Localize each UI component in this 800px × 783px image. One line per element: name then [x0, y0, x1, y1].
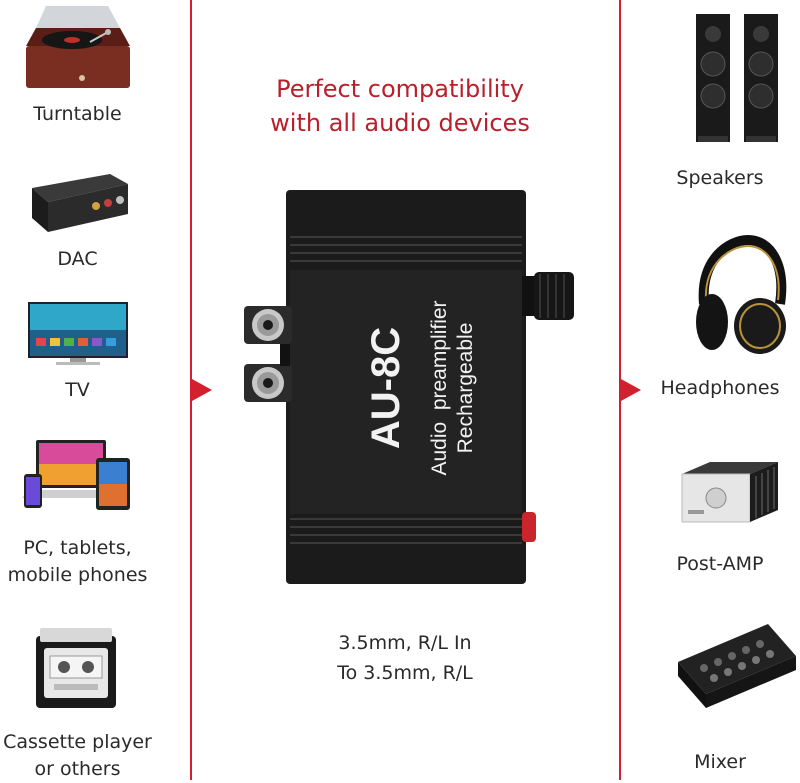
- left-arrow-icon: [192, 379, 212, 401]
- cassette-player-icon: [34, 626, 120, 714]
- output-label-speakers: Speakers: [676, 167, 764, 189]
- tv-icon: [26, 300, 130, 370]
- left-divider: [190, 0, 192, 780]
- mixer-icon: [676, 622, 798, 720]
- source-label-cassette-line-2: or others: [34, 758, 121, 780]
- caption-line-2: To 3.5mm, R/L: [337, 662, 473, 684]
- output-label-mixer: Mixer: [694, 751, 746, 773]
- headline-line-2: with all audio devices: [270, 109, 530, 137]
- source-label-turntable: Turntable: [33, 103, 122, 125]
- headline-line-1: Perfect compatibility: [276, 75, 524, 103]
- output-label-post-amp: Post-AMP: [676, 553, 764, 575]
- right-arrow-icon: [621, 379, 641, 401]
- dac-icon: [30, 152, 130, 238]
- source-label-cassette-line-1: Cassette player: [3, 731, 152, 753]
- pc-tablet-phone-icon: [20, 438, 136, 522]
- source-label-pc-line-1: PC, tablets,: [23, 537, 132, 559]
- source-label-pc-line-2: mobile phones: [7, 564, 148, 586]
- speakers-icon: [694, 12, 784, 150]
- source-label-dac: DAC: [57, 248, 98, 270]
- source-label-tv: TV: [65, 379, 90, 401]
- product-line-2: Rechargeable: [454, 322, 477, 454]
- caption-line-1: 3.5mm, R/L In: [338, 632, 472, 654]
- preamp-device: AU-8C Audio preamplifier Rechargeable: [238, 188, 583, 592]
- right-divider: [619, 0, 621, 780]
- turntable-icon: [24, 4, 134, 96]
- product-model: AU-8C: [364, 326, 408, 450]
- post-amp-icon: [680, 460, 796, 530]
- product-line-1: Audio preamplifier: [428, 300, 451, 476]
- headphones-icon: [690, 234, 790, 360]
- output-label-headphones: Headphones: [660, 377, 780, 399]
